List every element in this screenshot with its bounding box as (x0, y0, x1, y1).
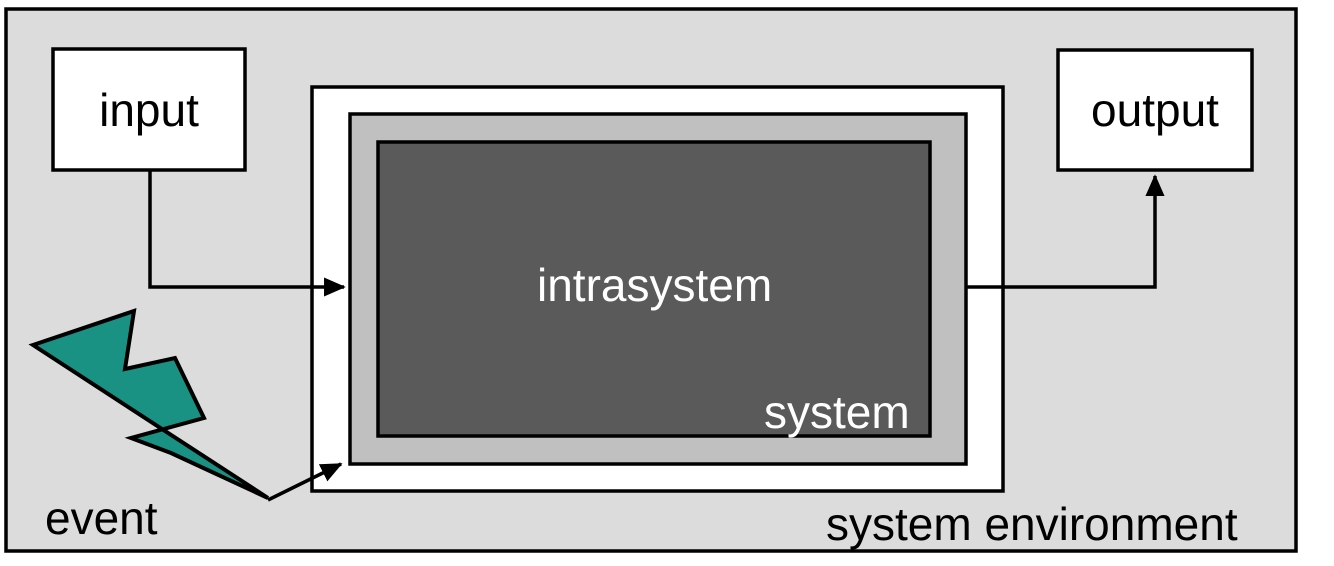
output-label: output (1091, 84, 1219, 136)
intrasystem-label: intrasystem (537, 259, 772, 311)
edge-event-to-system (267, 462, 343, 502)
output-box[interactable] (1056, 48, 1254, 172)
system-label: system (764, 386, 910, 438)
system-environment-label: system environment (826, 498, 1238, 550)
edge-system-to-output (966, 174, 1165, 289)
event-lightning-bolt-icon (28, 308, 270, 500)
event-label: event (45, 492, 158, 544)
edge-input-to-system (148, 170, 346, 297)
intrasystem-block (376, 140, 932, 438)
input-label: input (99, 84, 199, 136)
